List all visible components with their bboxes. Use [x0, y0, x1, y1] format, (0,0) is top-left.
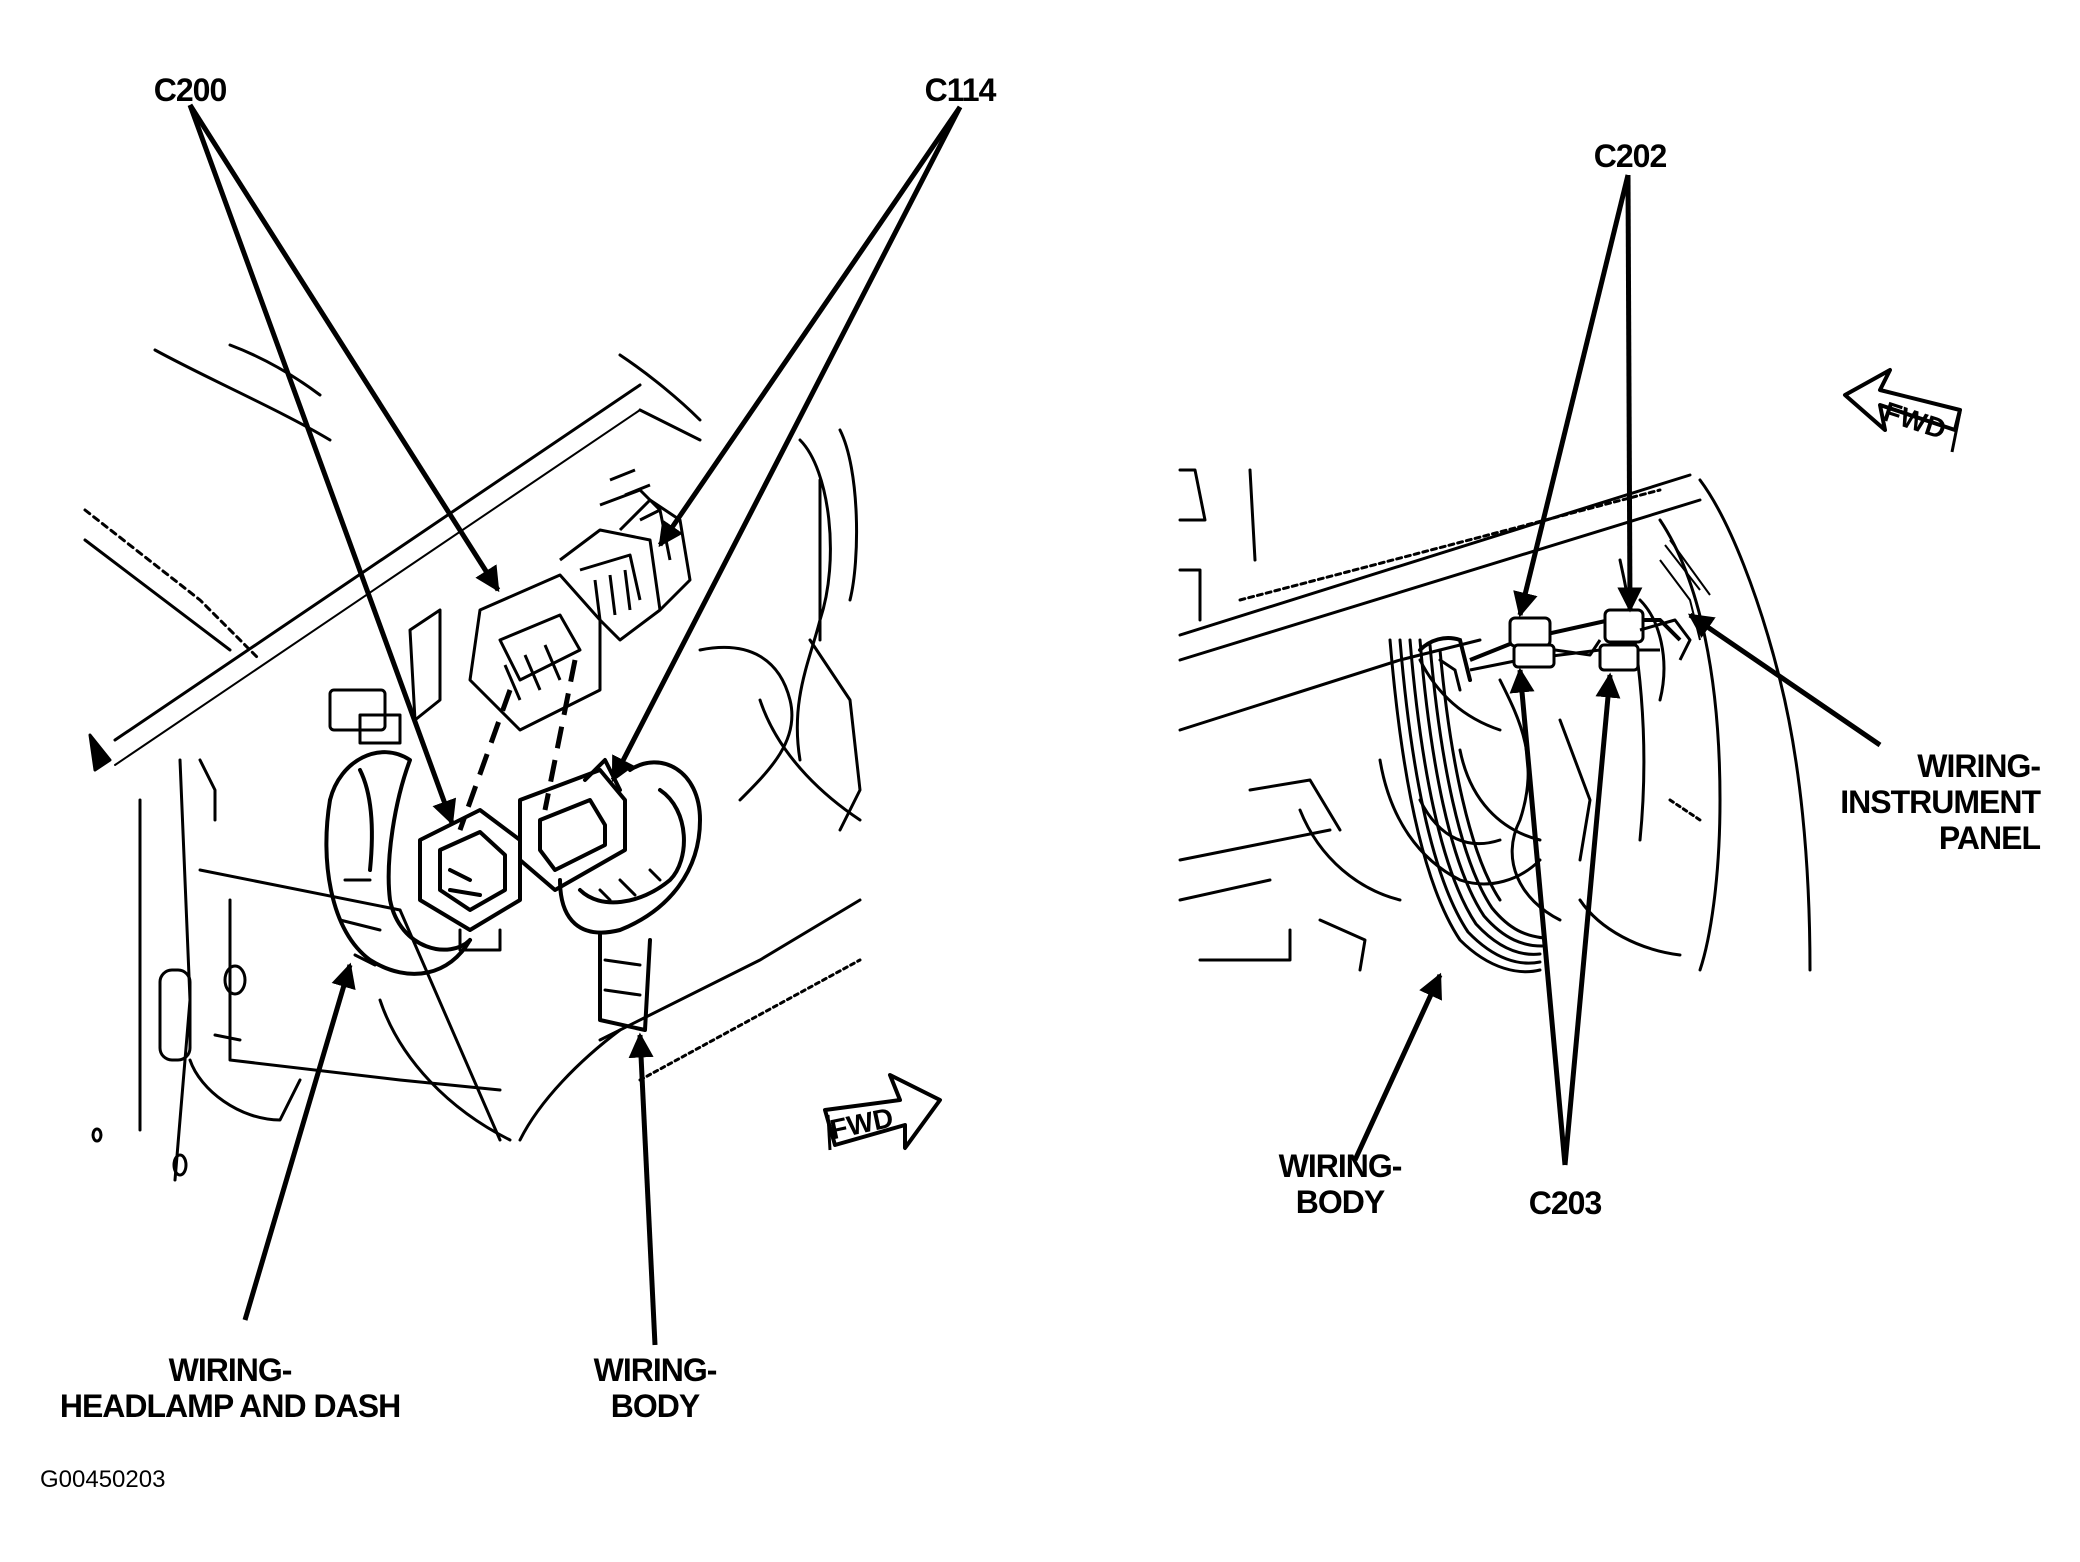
label-c200: C200 — [153, 72, 228, 108]
left-view-body-outline — [83, 343, 862, 1182]
label-c114: C114 — [924, 72, 997, 108]
label-wiring-body-right: WIRING- BODY — [1278, 1148, 1403, 1220]
fwd-arrow-left-icon: FWD — [823, 1073, 942, 1151]
right-leader-lines — [1352, 174, 1882, 1166]
left-leader-lines — [187, 103, 963, 1346]
fwd-arrow-right-icon: FWD — [1843, 368, 1962, 453]
figure-id: G00450203 — [40, 1466, 166, 1493]
label-c203: C203 — [1528, 1185, 1603, 1221]
right-harness-body — [1388, 636, 1546, 974]
label-wiring-body-left: WIRING- BODY — [593, 1352, 718, 1424]
label-wiring-headlamp-and-dash: WIRING- HEADLAMP AND DASH — [59, 1352, 401, 1424]
right-connector-cluster — [1469, 539, 1711, 672]
left-harness-headlamp-and-dash — [324, 750, 522, 976]
left-mating-dashes — [457, 659, 578, 831]
right-view-body-outline — [1178, 468, 1812, 972]
label-c202: C202 — [1593, 138, 1668, 174]
label-wiring-instrument-panel: WIRING- INSTRUMENT PANEL — [1840, 748, 2041, 856]
